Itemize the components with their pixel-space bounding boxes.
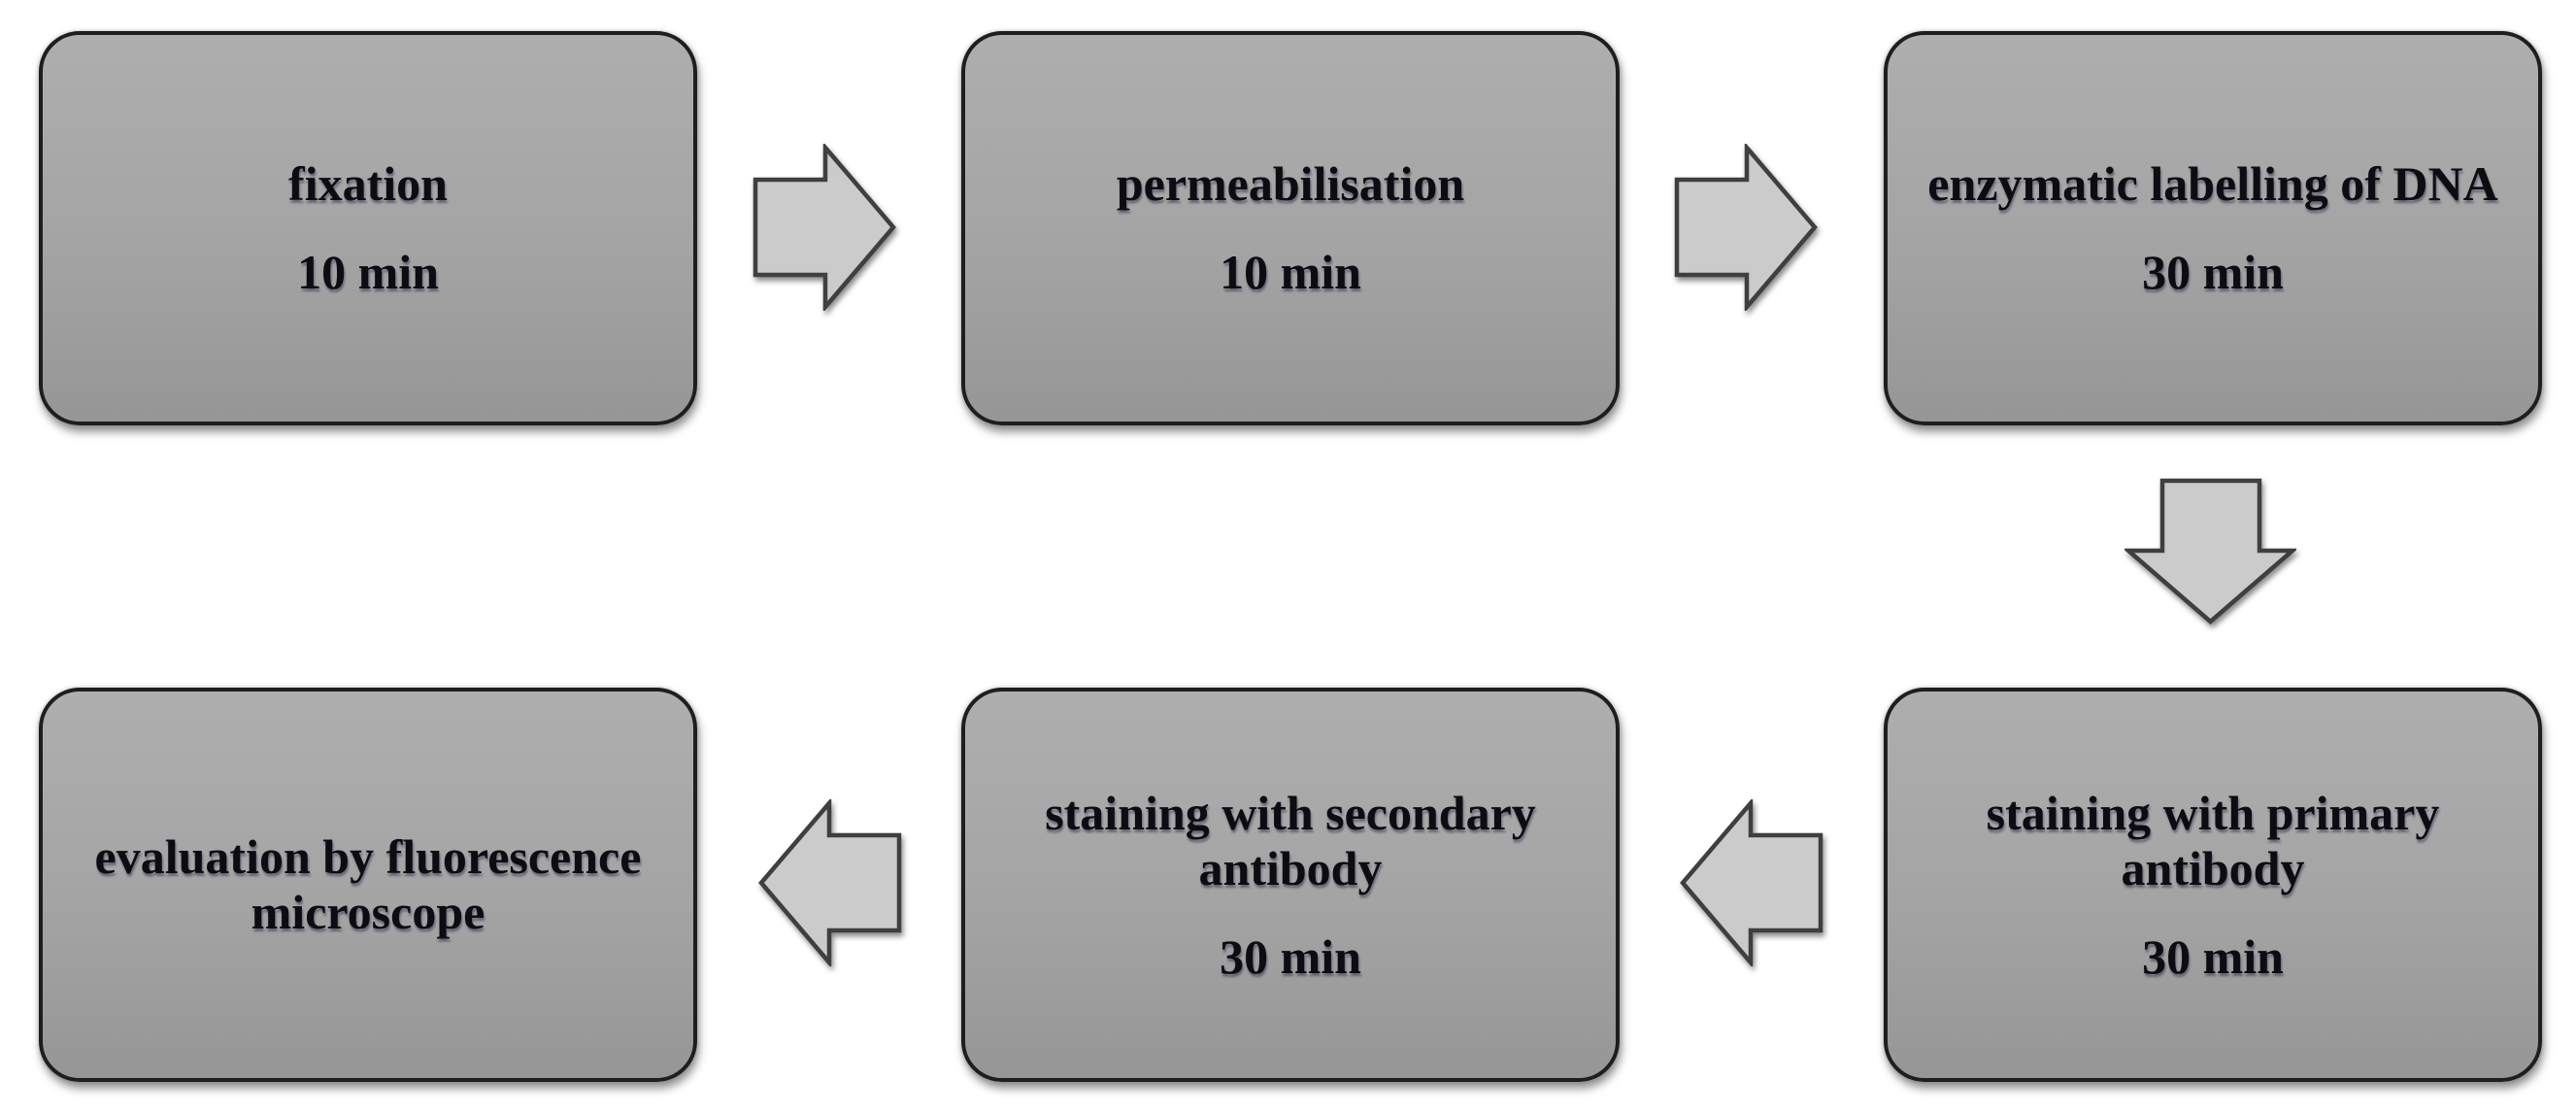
step-box-primary-antibody: staining with primary antibody 30 min	[1884, 688, 2542, 1082]
step-box-permeabilisation: permeabilisation 10 min	[961, 31, 1620, 425]
right-arrow-icon	[1674, 144, 1818, 311]
flow-arrow-right-1	[753, 144, 896, 311]
step-label: fixation	[288, 156, 448, 211]
flow-arrow-left-1	[1680, 799, 1823, 966]
left-arrow-icon	[758, 799, 902, 966]
step-label: staining with secondary antibody	[1045, 785, 1536, 895]
step-box-secondary-antibody: staining with secondary antibody 30 min	[961, 688, 1620, 1082]
step-box-enzymatic-labelling: enzymatic labelling of DNA 30 min	[1884, 31, 2542, 425]
step-duration: 10 min	[297, 245, 439, 299]
left-arrow-icon	[1680, 799, 1823, 966]
right-arrow-icon	[753, 144, 896, 311]
flow-arrow-right-2	[1674, 144, 1818, 311]
step-label: enzymatic labelling of DNA	[1927, 156, 2498, 211]
step-label: permeabilisation	[1116, 156, 1465, 211]
step-label: evaluation by fluorescence microscope	[94, 829, 642, 939]
flow-arrow-down	[2124, 478, 2296, 624]
step-duration: 30 min	[1220, 928, 1361, 984]
flow-arrow-left-2	[758, 799, 902, 966]
step-label: staining with primary antibody	[1986, 785, 2440, 895]
step-box-evaluation: evaluation by fluorescence microscope	[39, 688, 697, 1082]
step-duration: 30 min	[2142, 245, 2284, 299]
step-duration: 30 min	[2142, 928, 2284, 984]
step-duration: 10 min	[1220, 245, 1361, 299]
step-box-fixation: fixation 10 min	[39, 31, 697, 425]
down-arrow-icon	[2124, 478, 2296, 624]
